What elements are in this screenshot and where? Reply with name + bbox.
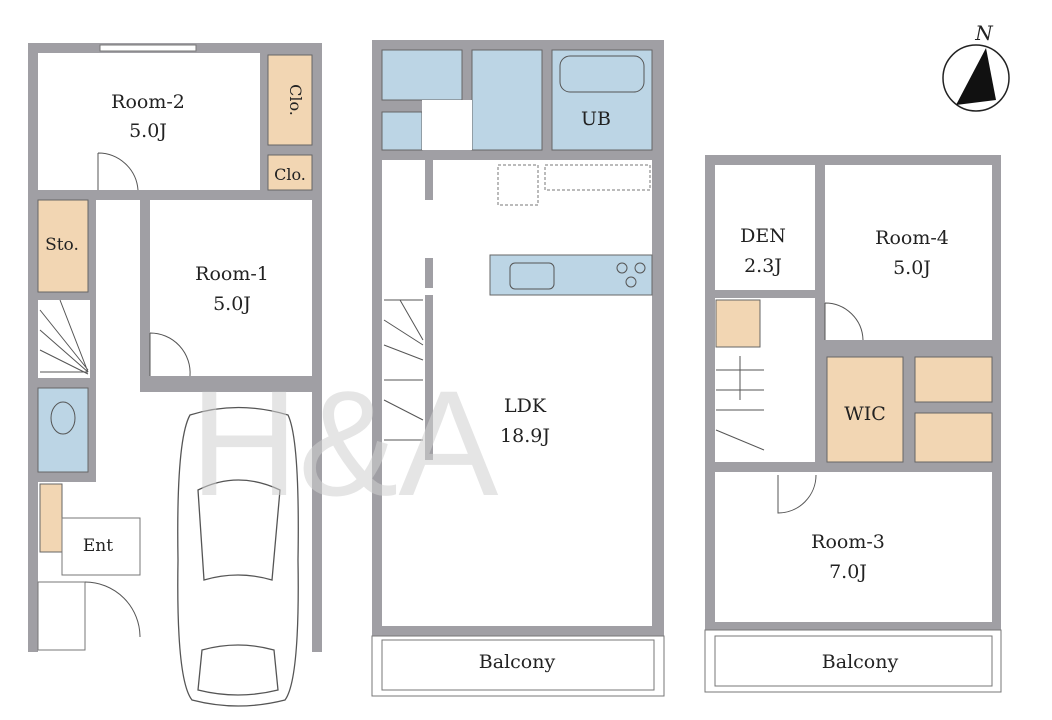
wic-label: WIC — [844, 403, 886, 425]
toilet — [37, 387, 89, 473]
toilet — [381, 49, 463, 101]
car-icon — [177, 406, 299, 707]
room-3-name: Room-3 — [811, 531, 885, 553]
balcony-2f — [371, 635, 665, 697]
floor-1: Room-2 5.0J Clo. Clo. Sto. Room-1 5.0J E… — [28, 43, 322, 707]
room-2-size: 5.0J — [129, 120, 167, 142]
balcony-3f — [704, 629, 1002, 693]
kitchen-counter — [489, 254, 653, 296]
ldk-size: 18.9J — [500, 425, 550, 447]
storage — [37, 199, 89, 293]
shoe-cabinet — [39, 483, 63, 553]
entrance-label: Ent — [83, 536, 113, 556]
closet-2-label: Clo. — [274, 165, 306, 184]
closet-1 — [267, 54, 313, 146]
floor-2: UB LDK 18.9J Balcony — [371, 40, 665, 697]
balcony-3f-label: Balcony — [822, 651, 899, 673]
den-size: 2.3J — [744, 255, 782, 277]
washer-space — [381, 111, 423, 151]
entrance-tiles — [61, 517, 141, 576]
room-3 — [715, 472, 992, 622]
toilet-icon — [50, 401, 76, 435]
room-3-size: 7.0J — [829, 561, 867, 583]
room-4-name: Room-4 — [875, 227, 949, 249]
unit-bath — [551, 49, 653, 151]
closet-1-label: Clo. — [286, 84, 305, 116]
storage-1 — [914, 356, 993, 403]
stairs — [38, 300, 90, 378]
den — [715, 165, 815, 290]
walk-in-closet — [826, 356, 904, 463]
floor-3: DEN 2.3J Room-4 5.0J WIC Room-3 7.0J Bal… — [704, 155, 1002, 693]
room-4 — [825, 165, 992, 340]
den-name: DEN — [740, 225, 786, 247]
washroom — [471, 49, 543, 151]
storage-2 — [914, 412, 993, 463]
compass-label: N — [974, 21, 994, 45]
carport — [140, 392, 312, 652]
north-compass-icon: N — [942, 21, 1010, 112]
closet — [715, 299, 761, 348]
ldk-name: LDK — [504, 395, 547, 417]
room-2-name: Room-2 — [111, 91, 185, 113]
room-4-size: 5.0J — [893, 257, 931, 279]
storage-label: Sto. — [45, 235, 79, 255]
room-2 — [38, 53, 260, 190]
unit-bath-label: UB — [581, 108, 611, 130]
room-1 — [150, 200, 312, 376]
hallway — [96, 200, 140, 652]
closet-2 — [267, 154, 313, 191]
room-1-size: 5.0J — [213, 293, 251, 315]
balcony-2f-label: Balcony — [479, 651, 556, 673]
ldk — [382, 160, 652, 626]
room-1-name: Room-1 — [195, 263, 269, 285]
